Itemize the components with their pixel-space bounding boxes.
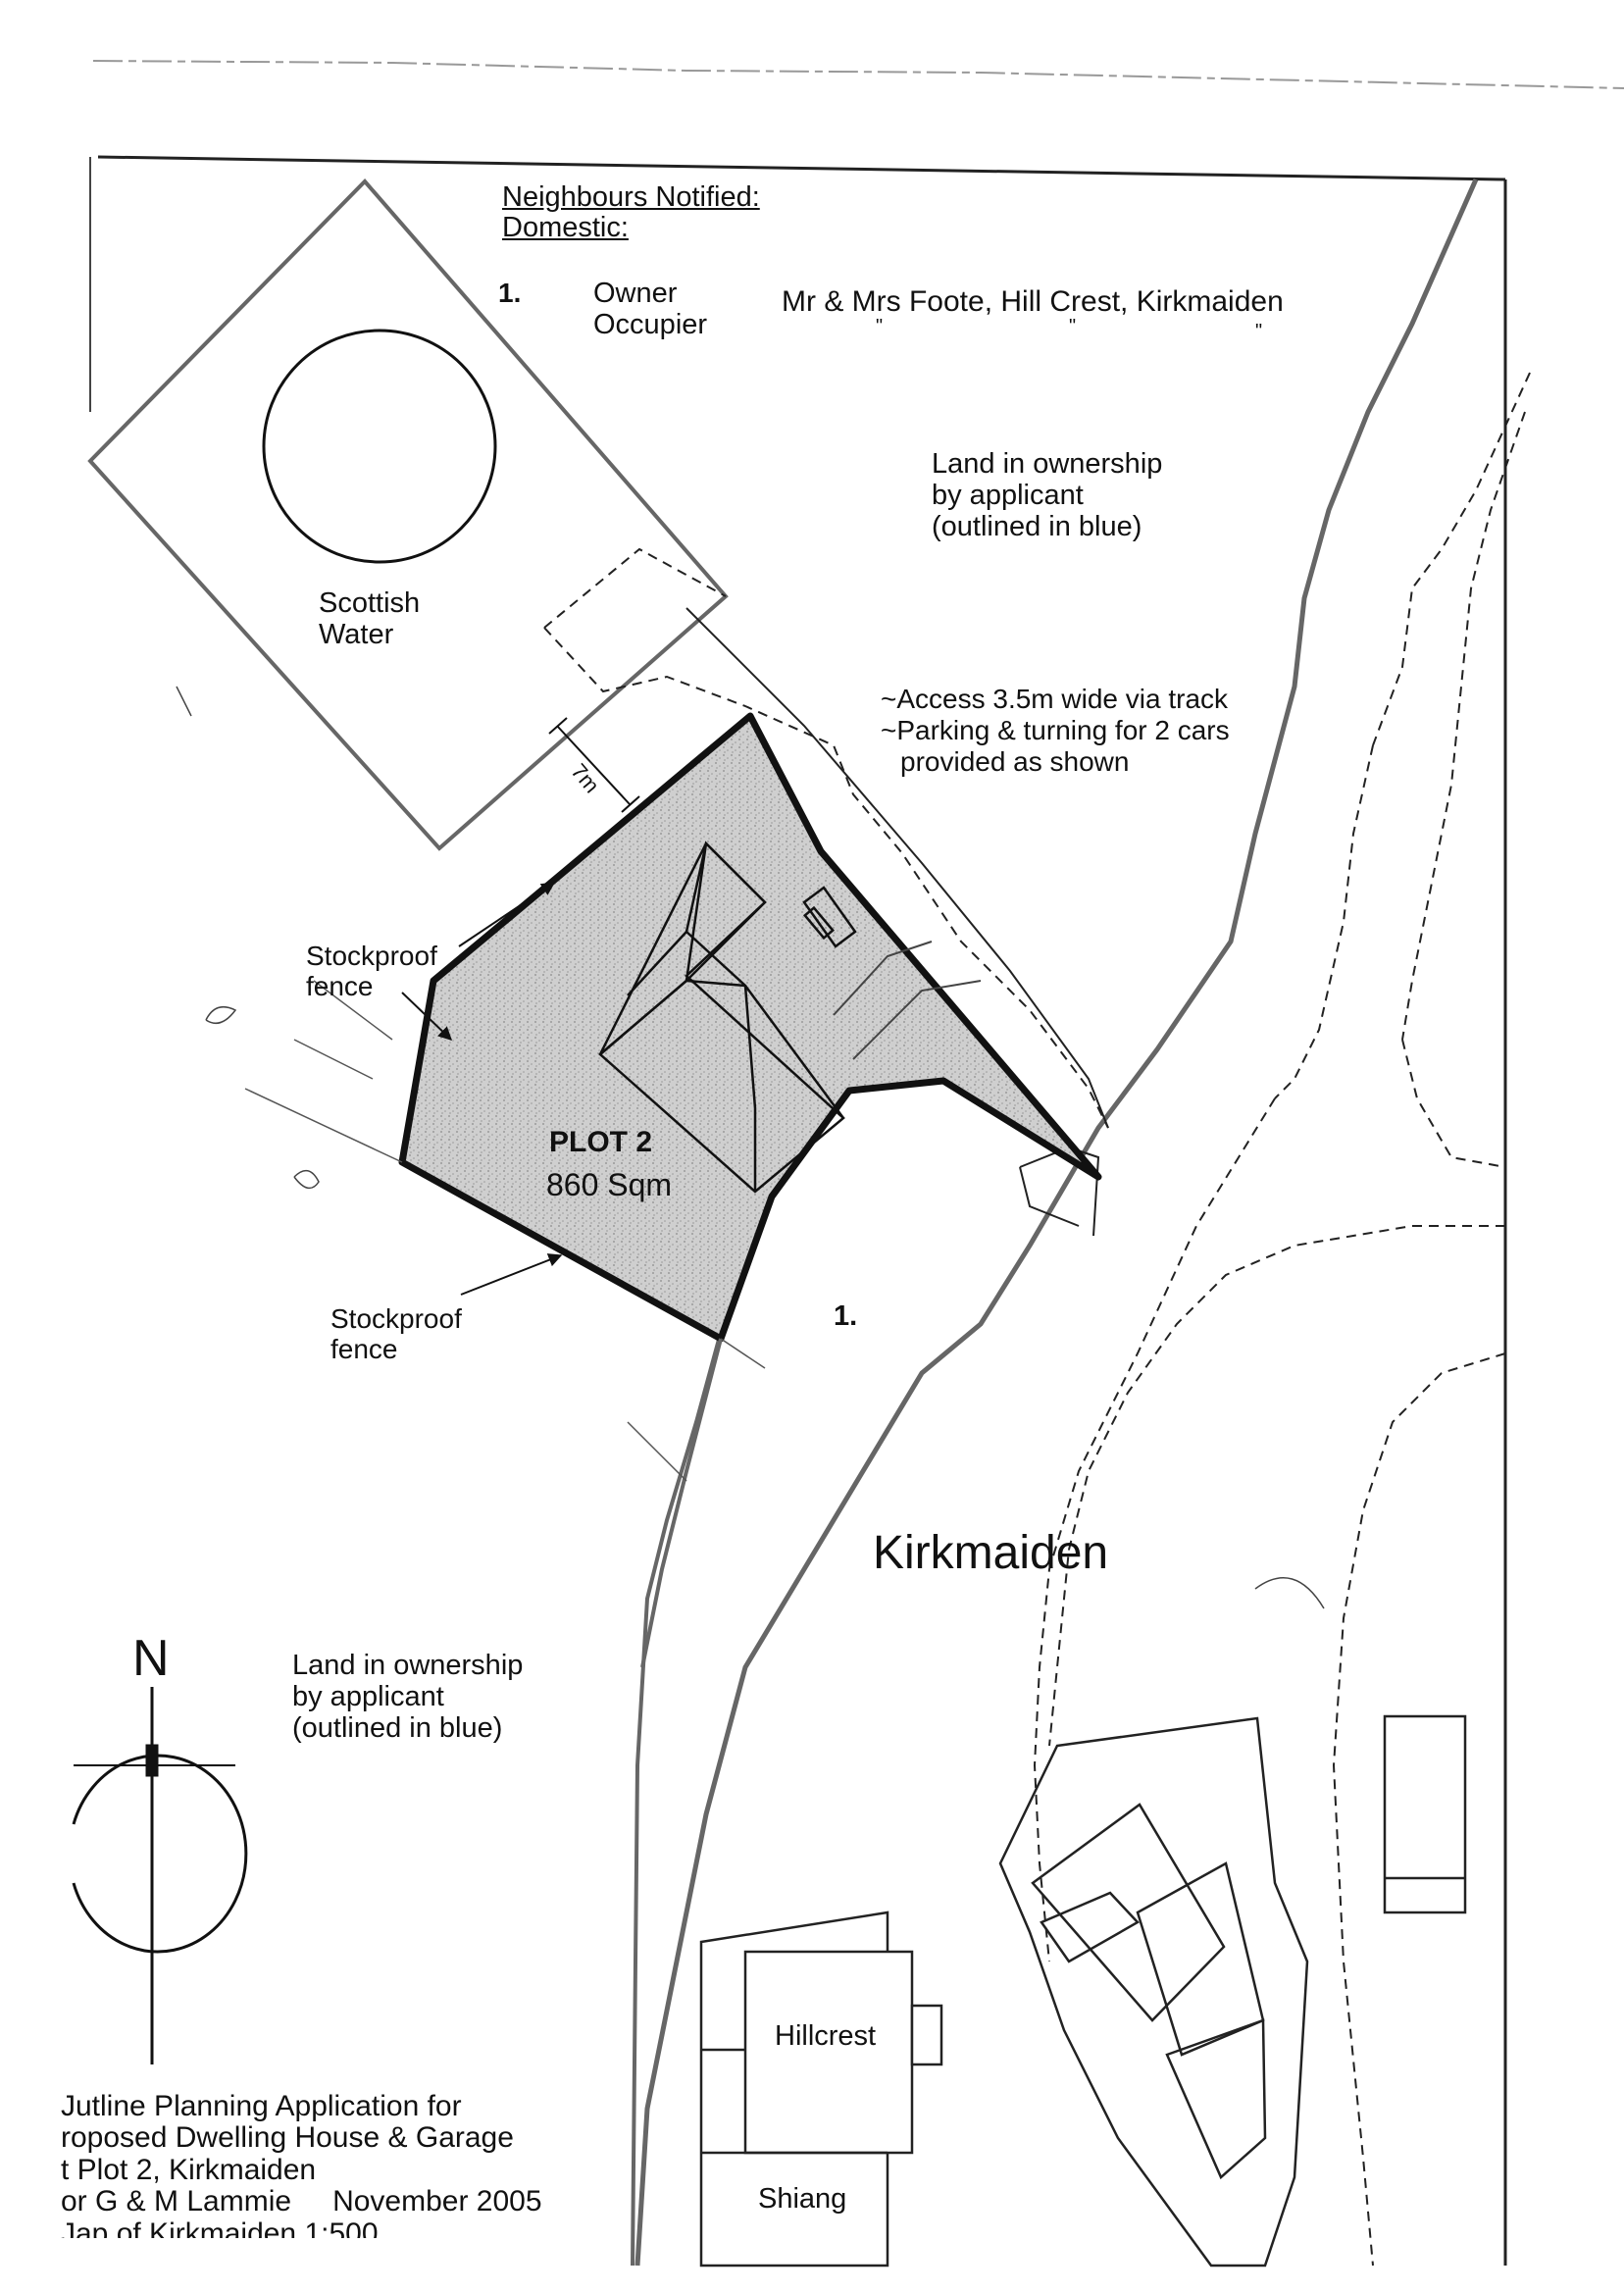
dimension-7m-line [556, 725, 631, 805]
scan-edge-line [92, 60, 1624, 89]
shiang-label: Shiang [758, 2183, 847, 2215]
scottish-water-tank [262, 329, 497, 564]
owner-label: Owner [593, 278, 678, 309]
proposed-house [598, 841, 845, 1194]
ownership-boundary-line [634, 178, 1479, 2267]
ownership-boundary-lower-left [631, 1313, 728, 2267]
proposed-garage [802, 886, 857, 948]
north-arrow [72, 1687, 248, 2064]
plot-name: PLOT 2 [549, 1126, 653, 1158]
ditto-mark-3: " [1255, 321, 1263, 342]
title-line-5: Jap of Kirkmaiden 1:500 [61, 2217, 379, 2238]
neighbour-boundary-line [640, 1338, 723, 1668]
scottish-water-compound [87, 178, 729, 851]
domestic-heading: Domestic: [502, 212, 629, 243]
map-frame-top [97, 155, 1506, 181]
north-label: N [132, 1630, 170, 1687]
scottish-water-label: Scottish Water [319, 587, 421, 650]
occupier-label: Occupier [593, 309, 708, 340]
fence-upper-arrow2 [401, 992, 453, 1041]
land-ownership-label-top: Land in ownership by applicant (outlined… [932, 448, 1163, 542]
neighbours-heading: Neighbours Notified: [502, 181, 760, 213]
fence-upper-arrow [458, 882, 556, 947]
plot-2-area [398, 712, 1102, 1343]
notice-item-number: 1. [498, 278, 522, 308]
scan-scribbles [176, 686, 1325, 1609]
neighbour-name: Mr & Mrs Foote, Hill Crest, Kirkmaiden [782, 285, 1284, 318]
title-block: Jutline Planning Application for roposed… [61, 2090, 542, 2238]
driveway-lines [833, 941, 982, 1060]
title-line-3: t Plot 2, Kirkmaiden [61, 2153, 317, 2186]
hillcrest-label: Hillcrest [775, 2020, 877, 2052]
track-solid-edges [685, 607, 1109, 1237]
buildings-bottom [699, 1714, 1467, 2268]
track-dashed-lines [543, 372, 1531, 2267]
title-line-1: Jutline Planning Application for [61, 2090, 462, 2122]
tick-marks [244, 980, 766, 1482]
stockproof-fence-label-lower: Stockproof fence [330, 1303, 462, 1364]
ditto-mark-1: " [876, 316, 884, 337]
ditto-mark-2: " [1069, 316, 1077, 337]
plot-area: 860 Sqm [546, 1167, 673, 1202]
title-date: November 2005 [332, 2185, 542, 2218]
access-note: ~Access 3.5m wide via track ~Parking & t… [881, 684, 1230, 778]
title-line-2: roposed Dwelling House & Garage [61, 2121, 514, 2155]
fence-lower-arrow [460, 1253, 563, 1296]
place-name-kirkmaiden: Kirkmaiden [873, 1527, 1109, 1579]
land-ownership-label-bottom: Land in ownership by applicant (outlined… [292, 1650, 524, 1744]
stockproof-fence-label-upper: Stockproof fence [306, 941, 437, 1001]
neighbour-marker: 1. [834, 1300, 858, 1332]
